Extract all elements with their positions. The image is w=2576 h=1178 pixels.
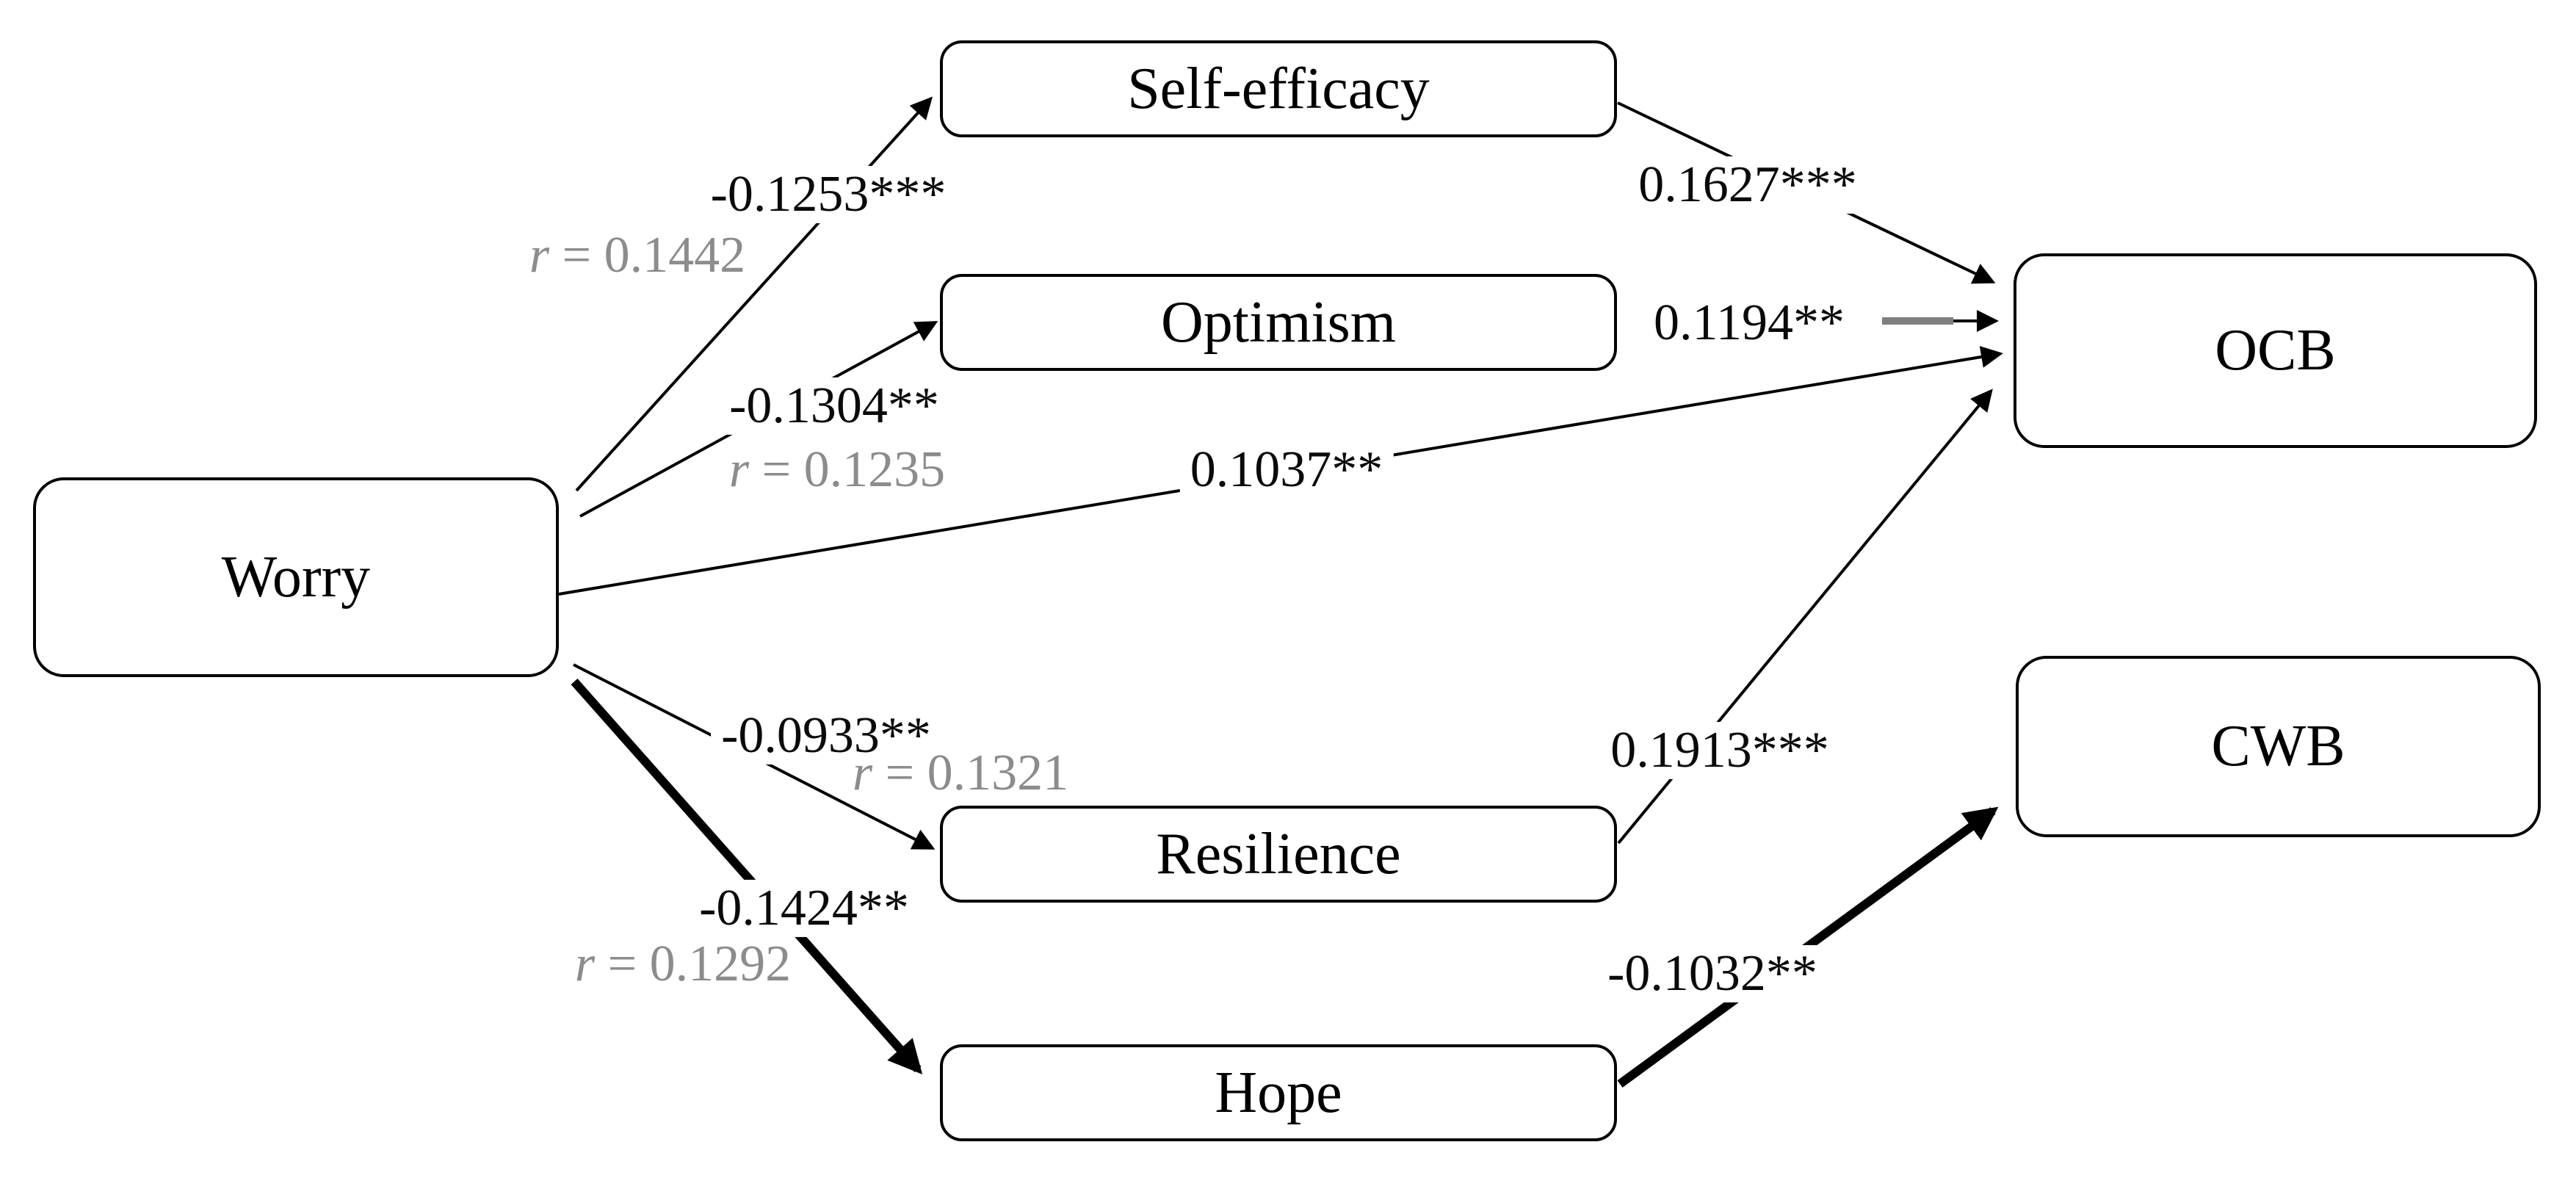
coef-optimism-ocb: 0.1194** — [1643, 294, 1855, 353]
corr-worry-optimism: r = 0.1235 — [728, 441, 946, 498]
node-self-efficacy: Self-efficacy — [940, 40, 1617, 137]
node-hope-label: Hope — [1215, 1060, 1342, 1125]
corr-worry-hope: r = 0.1292 — [574, 935, 792, 992]
arrow-worry-to-hope — [571, 679, 923, 1074]
node-hope: Hope — [940, 1044, 1617, 1141]
corr-worry-selfefficacy: r = 0.1442 — [529, 226, 746, 283]
coef-worry-resilience: -0.0933** — [711, 707, 941, 765]
node-resilience: Resilience — [940, 806, 1617, 903]
node-worry-label: Worry — [221, 544, 371, 610]
coef-hope-cwb: -0.1032** — [1597, 944, 1828, 1003]
node-cwb: CWB — [2016, 656, 2541, 837]
coef-worry-ocb: 0.1037** — [1179, 441, 1394, 499]
coef-worry-optimism: -0.1304** — [719, 377, 949, 436]
node-resilience-label: Resilience — [1156, 821, 1401, 886]
node-optimism: Optimism — [940, 274, 1617, 371]
coef-worry-hope: -0.1424** — [689, 879, 919, 938]
corr-worry-resilience: r = 0.1321 — [852, 744, 1069, 801]
node-self-efficacy-label: Self-efficacy — [1127, 56, 1430, 121]
coef-worry-selfefficacy: -0.1253*** — [700, 165, 957, 224]
arrow-worry-to-selfefficacy — [575, 96, 933, 492]
node-ocb-label: OCB — [2215, 318, 2336, 383]
coef-resilience-ocb: 0.1913*** — [1600, 721, 1839, 780]
node-ocb: OCB — [2014, 253, 2537, 448]
node-optimism-label: Optimism — [1160, 289, 1397, 355]
coef-selfefficacy-ocb: 0.1627*** — [1628, 156, 1867, 214]
node-cwb-label: CWB — [2211, 714, 2345, 778]
node-worry: Worry — [33, 477, 559, 677]
